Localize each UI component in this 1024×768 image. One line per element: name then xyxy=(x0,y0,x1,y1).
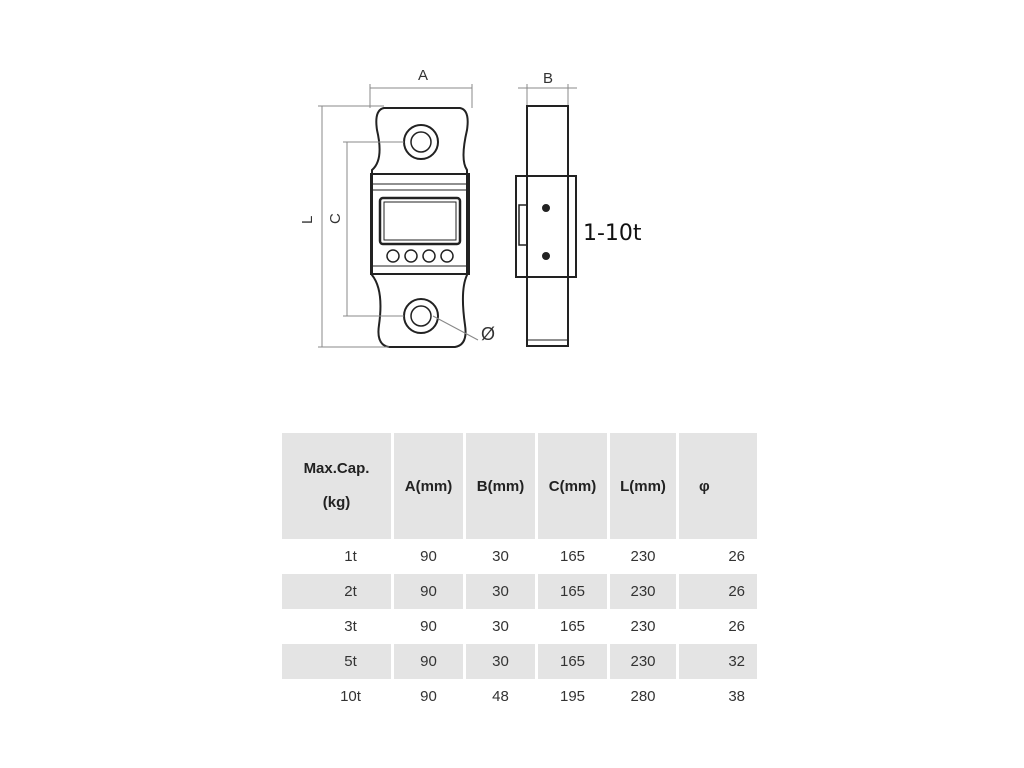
capacity-label: 1-10t xyxy=(583,221,642,246)
cell-phi: 26 xyxy=(679,574,757,609)
cell-cap: 2t xyxy=(282,574,391,609)
front-view xyxy=(370,107,470,348)
cell-c: 165 xyxy=(559,618,586,635)
side-view xyxy=(515,105,577,347)
cell-b: 30 xyxy=(492,618,509,635)
cell-c: 165 xyxy=(538,644,607,679)
cell-b: 48 xyxy=(492,688,509,705)
header-a: A(mm) xyxy=(394,433,463,539)
header-max-cap: Max.Cap. (kg) xyxy=(282,433,391,539)
cell-phi: 38 xyxy=(728,688,745,705)
cell-l: 230 xyxy=(630,618,656,635)
table-row: 5t 90 30 165 230 32 xyxy=(282,644,757,679)
cell-cap: 5t xyxy=(282,644,391,679)
cell-phi: 26 xyxy=(728,548,745,565)
cell-c: 165 xyxy=(538,574,607,609)
cell-cap: 3t xyxy=(344,618,357,635)
label-diameter: Ø xyxy=(481,324,495,344)
table-header-row: Max.Cap. (kg) A(mm) B(mm) C(mm) L(mm) φ xyxy=(282,433,757,539)
header-max-cap-line1: Max.Cap. xyxy=(303,460,370,477)
header-l: L(mm) xyxy=(610,433,676,539)
header-phi: φ xyxy=(679,433,757,539)
cell-l: 280 xyxy=(630,688,656,705)
cell-c: 165 xyxy=(559,548,586,565)
table-row: 3t 90 30 165 230 26 xyxy=(282,609,757,644)
cell-a: 90 xyxy=(420,548,437,565)
cell-c: 195 xyxy=(559,688,586,705)
header-max-cap-line2: (kg) xyxy=(322,494,351,511)
cell-l: 230 xyxy=(610,574,676,609)
cell-phi: 26 xyxy=(728,618,745,635)
cell-phi: 32 xyxy=(679,644,757,679)
cell-a: 90 xyxy=(420,618,437,635)
cell-b: 30 xyxy=(466,644,535,679)
label-a: A xyxy=(418,67,428,84)
table-row: 10t 90 48 195 280 38 xyxy=(282,679,757,714)
cell-cap: 1t xyxy=(344,548,357,565)
label-l: L xyxy=(299,216,316,224)
table-row: 1t 90 30 165 230 26 xyxy=(282,539,757,574)
dimension-lines xyxy=(318,84,577,348)
table-row: 2t 90 30 165 230 26 xyxy=(282,574,757,609)
cell-l: 230 xyxy=(610,644,676,679)
dimension-drawing: A B L C Ø 1-10t xyxy=(299,67,642,348)
cell-a: 90 xyxy=(394,644,463,679)
header-b: B(mm) xyxy=(466,433,535,539)
cell-a: 90 xyxy=(394,574,463,609)
cell-l: 230 xyxy=(630,548,656,565)
cell-b: 30 xyxy=(466,574,535,609)
cell-cap: 10t xyxy=(340,688,361,705)
cell-a: 90 xyxy=(420,688,437,705)
label-c: C xyxy=(327,213,344,224)
header-c: C(mm) xyxy=(538,433,607,539)
cell-b: 30 xyxy=(492,548,509,565)
spec-table: Max.Cap. (kg) A(mm) B(mm) C(mm) L(mm) φ … xyxy=(279,433,760,714)
label-b: B xyxy=(543,70,553,87)
